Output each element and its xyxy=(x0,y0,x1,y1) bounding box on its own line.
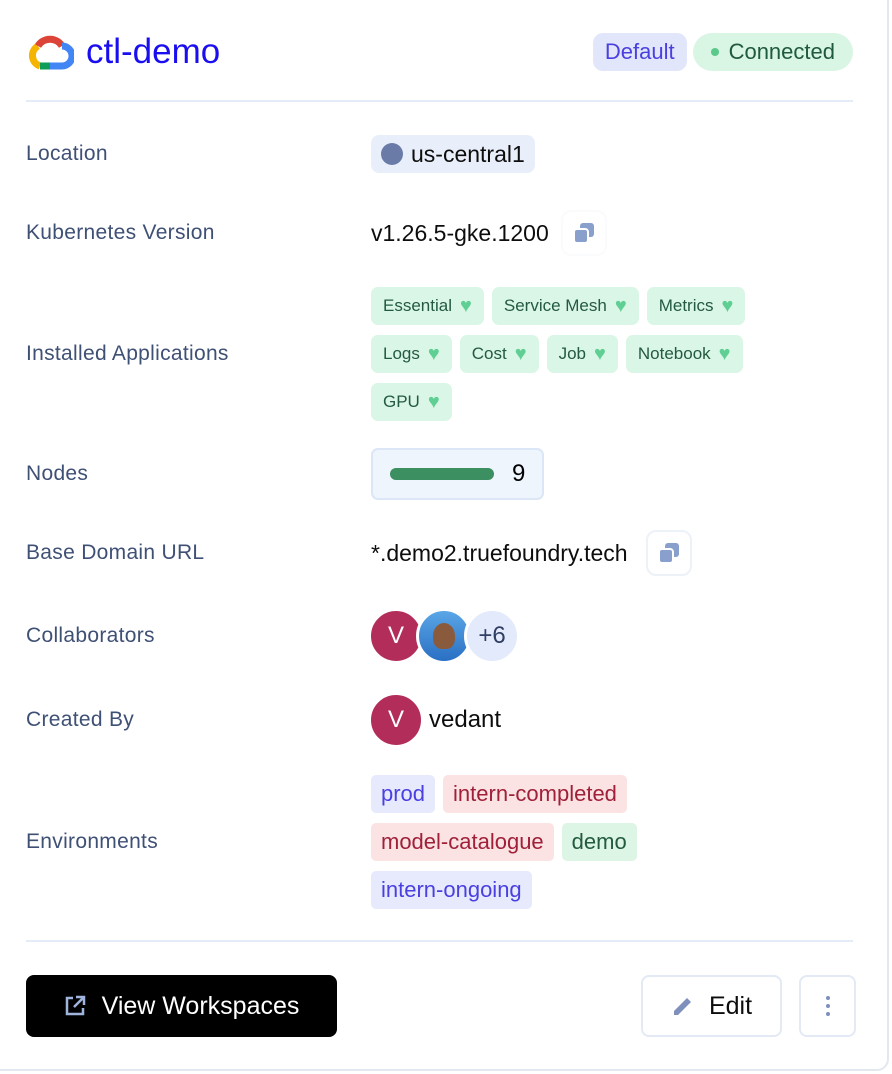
app-chip: Metrics ♥ xyxy=(646,287,746,325)
divider xyxy=(26,940,853,942)
heart-icon: ♥ xyxy=(514,342,527,365)
nodes-indicator: 9 xyxy=(371,448,544,500)
environment-list: prod intern-completed model-catalogue de… xyxy=(371,775,751,909)
app-chip: Notebook ♥ xyxy=(625,335,743,373)
env-tag: model-catalogue xyxy=(371,823,554,861)
env-tag: intern-completed xyxy=(443,775,627,813)
status-badge: Connected xyxy=(692,33,853,71)
default-badge: Default xyxy=(592,33,687,71)
location-label: Location xyxy=(26,142,108,165)
heart-icon: ♥ xyxy=(614,294,627,317)
divider xyxy=(26,100,853,102)
app-chip: Service Mesh ♥ xyxy=(491,287,639,325)
status-dot-icon xyxy=(710,48,719,56)
more-collaborators[interactable]: +6 xyxy=(464,608,520,664)
app-chip: GPU ♥ xyxy=(371,383,452,421)
app-chip: Job ♥ xyxy=(546,335,618,373)
creator-name: vedant xyxy=(429,706,502,733)
apps-label: Installed Applications xyxy=(26,342,229,365)
pencil-icon xyxy=(673,998,691,1015)
google-cloud-logo-icon xyxy=(29,35,74,70)
heart-icon: ♥ xyxy=(594,342,606,365)
kebab-icon xyxy=(825,996,830,1016)
person-icon xyxy=(433,623,455,649)
copy-icon xyxy=(657,543,679,564)
copy-icon xyxy=(572,223,594,244)
edit-button[interactable]: Edit xyxy=(641,975,782,1037)
cluster-title[interactable]: ctl-demo xyxy=(86,32,221,71)
copy-version-button[interactable] xyxy=(560,210,607,256)
env-tag: intern-ongoing xyxy=(371,871,532,909)
globe-icon xyxy=(381,143,403,165)
heart-icon: ♥ xyxy=(459,294,472,317)
nodes-bar xyxy=(390,468,494,480)
nodes-count: 9 xyxy=(512,460,526,487)
nodes-label: Nodes xyxy=(26,462,89,485)
app-chip: Essential ♥ xyxy=(371,287,484,325)
edit-label: Edit xyxy=(708,991,753,1020)
app-name: Service Mesh xyxy=(503,296,607,315)
env-tag: prod xyxy=(371,775,436,813)
env-tag: demo xyxy=(561,823,637,861)
location-value: us-central1 xyxy=(411,140,525,167)
app-name: GPU xyxy=(383,392,420,411)
more-options-button[interactable] xyxy=(799,975,856,1037)
apps-list: Essential♥ Service Mesh♥ Metrics♥ Logs♥ … xyxy=(371,287,811,421)
avatar[interactable]: V xyxy=(368,608,424,664)
location-chip: us-central1 xyxy=(371,135,535,173)
app-name: Logs xyxy=(383,344,420,363)
app-chip: Logs ♥ xyxy=(371,335,452,373)
heart-icon: ♥ xyxy=(427,390,440,413)
app-name: Notebook xyxy=(637,344,711,363)
app-chip: Cost ♥ xyxy=(459,335,539,373)
app-name: Essential xyxy=(383,296,452,315)
domain-value: *.demo2.truefoundry.tech xyxy=(371,539,628,566)
environments-label: Environments xyxy=(26,830,158,853)
avatar: V xyxy=(368,692,424,748)
heart-icon: ♥ xyxy=(721,294,734,317)
copy-domain-button[interactable] xyxy=(645,530,692,576)
heart-icon: ♥ xyxy=(718,342,731,365)
card-header: ctl-demo Default Connected xyxy=(26,28,853,76)
status-text: Connected xyxy=(728,39,835,64)
k8s-value: v1.26.5-gke.1200 xyxy=(371,219,549,246)
view-workspaces-label: View Workspaces xyxy=(101,991,300,1020)
view-workspaces-button[interactable]: View Workspaces xyxy=(26,975,337,1037)
app-name: Job xyxy=(558,344,587,363)
external-link-icon xyxy=(65,995,85,1016)
created-by-label: Created By xyxy=(26,708,135,731)
heart-icon: ♥ xyxy=(427,342,440,365)
app-name: Metrics xyxy=(658,296,714,315)
collaborators-label: Collaborators xyxy=(26,624,155,647)
k8s-label: Kubernetes Version xyxy=(26,221,215,244)
domain-label: Base Domain URL xyxy=(26,541,205,564)
app-name: Cost xyxy=(471,344,507,363)
